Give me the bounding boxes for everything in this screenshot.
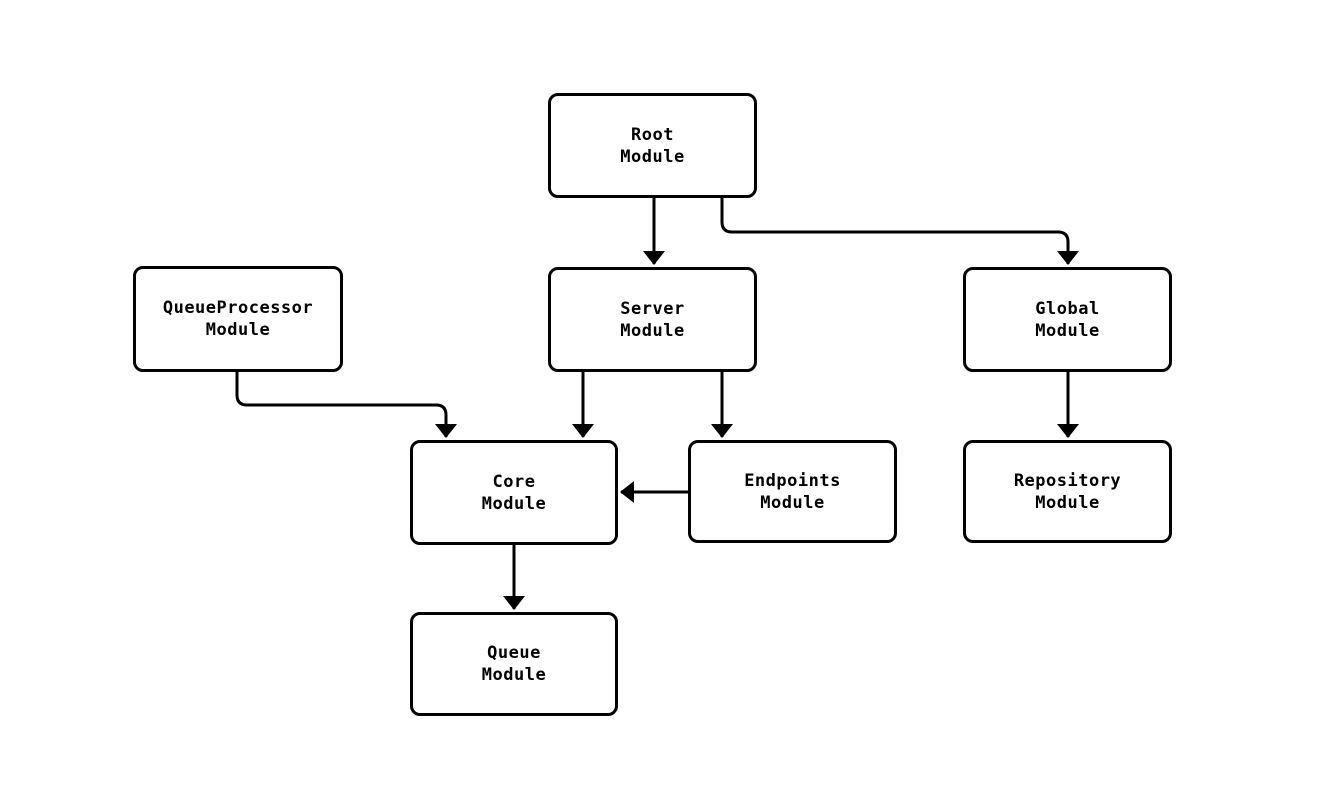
node-queueprocessor-module: QueueProcessor Module bbox=[133, 266, 343, 372]
edge-root-to-global bbox=[720, 198, 1079, 265]
node-endpoints-module: Endpoints Module bbox=[688, 440, 897, 543]
node-global-module: Global Module bbox=[963, 267, 1172, 372]
node-repository-module: Repository Module bbox=[963, 440, 1172, 543]
node-queue-module: Queue Module bbox=[410, 612, 618, 716]
node-core-module: Core Module bbox=[410, 440, 618, 545]
node-server-module: Server Module bbox=[548, 267, 757, 372]
edge-queueprocessor-to-core bbox=[235, 372, 457, 438]
node-root-module: Root Module bbox=[548, 93, 757, 198]
